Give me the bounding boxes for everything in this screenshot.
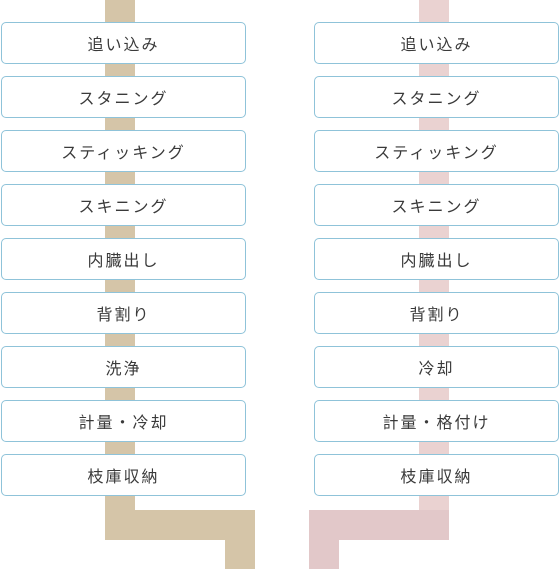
right-pipe-drop	[309, 510, 339, 569]
left-step-evisceration: 内臓出し	[1, 238, 246, 280]
right-step-splitting: 背割り	[314, 292, 559, 334]
left-step-splitting: 背割り	[1, 292, 246, 334]
left-step-weighing-cooling: 計量・冷却	[1, 400, 246, 442]
left-step-drive-in: 追い込み	[1, 22, 246, 64]
left-step-sticking: スティッキング	[1, 130, 246, 172]
right-step-weighing-grading: 計量・格付け	[314, 400, 559, 442]
left-process-flow: 追い込み スタニング スティッキング スキニング 内臓出し 背割り 洗浄 計量・…	[1, 22, 246, 508]
left-step-washing: 洗浄	[1, 346, 246, 388]
right-step-stunning: スタニング	[314, 76, 559, 118]
right-step-sticking: スティッキング	[314, 130, 559, 172]
right-step-skinning: スキニング	[314, 184, 559, 226]
right-process-flow: 追い込み スタニング スティッキング スキニング 内臓出し 背割り 冷却 計量・…	[314, 22, 559, 508]
left-step-storage: 枝庫収納	[1, 454, 246, 496]
left-step-stunning: スタニング	[1, 76, 246, 118]
right-step-storage: 枝庫収納	[314, 454, 559, 496]
right-step-drive-in: 追い込み	[314, 22, 559, 64]
left-pipe-drop	[225, 510, 255, 569]
right-step-evisceration: 内臓出し	[314, 238, 559, 280]
right-step-cooling: 冷却	[314, 346, 559, 388]
left-step-skinning: スキニング	[1, 184, 246, 226]
